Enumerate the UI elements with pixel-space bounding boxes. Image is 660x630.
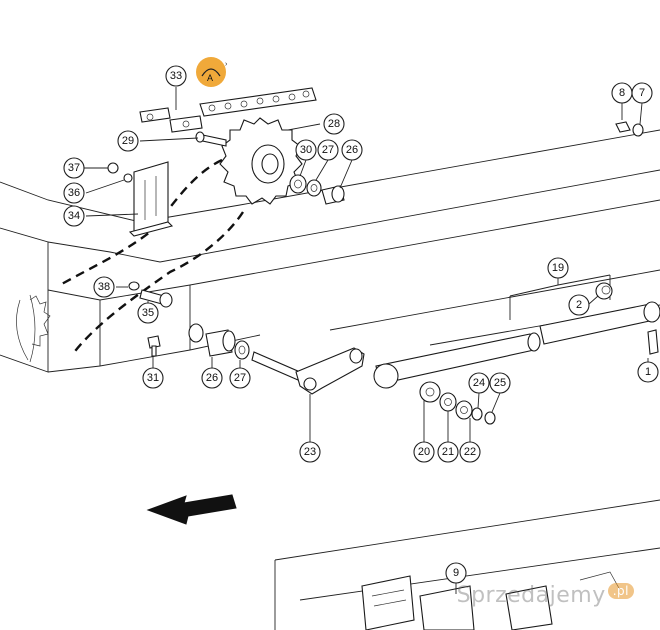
lower-bracket-assembly (361, 571, 621, 630)
callout-label: 35 (142, 307, 154, 319)
callout: 23 (299, 441, 321, 463)
washer-bushing-group-lower (188, 323, 250, 360)
sprocket (219, 117, 303, 205)
callout: 27 (317, 139, 339, 161)
watermark-badge: .pl (607, 583, 634, 599)
callout-label: 1 (645, 366, 651, 378)
callout: 33 (165, 65, 187, 87)
marker-label: A (207, 73, 213, 83)
callout-label: 9 (453, 567, 459, 579)
callout-label: 26 (346, 144, 358, 156)
nut-washer-top-right (615, 121, 644, 137)
callout-label: 37 (68, 162, 80, 174)
callout-label: 36 (68, 187, 80, 199)
callout-label: 29 (122, 135, 134, 147)
callout-label: 26 (206, 372, 218, 384)
callout-label: 20 (418, 446, 430, 458)
callout: 24 (468, 372, 490, 394)
leader-lines (84, 87, 649, 594)
callout-label: 22 (464, 446, 476, 458)
callout: 38 (93, 276, 115, 298)
roller-chain-path (59, 158, 245, 356)
callout: 31 (142, 367, 164, 389)
callout-label: 19 (552, 262, 564, 274)
callout-label: 23 (304, 446, 316, 458)
marker-notch-icon: › (225, 61, 228, 68)
callout-label: 25 (494, 377, 506, 389)
callout-label: 7 (639, 87, 645, 99)
callout-label: 28 (328, 118, 340, 130)
callout: 36 (63, 182, 85, 204)
callout: 19 (547, 257, 569, 279)
callout: 25 (489, 372, 511, 394)
callout: 35 (137, 302, 159, 324)
callout: 1 (637, 361, 659, 383)
tensioner-bracket (107, 161, 174, 237)
pin (595, 282, 613, 300)
callout: 30 (295, 139, 317, 161)
callout: 8 (611, 82, 633, 104)
callout-label: 31 (147, 372, 159, 384)
grease-nipple (147, 335, 161, 357)
highlight-marker-a: A › (196, 57, 228, 87)
callout: 29 (117, 130, 139, 152)
callout: 27 (229, 367, 251, 389)
callout: 21 (437, 441, 459, 463)
direction-arrow (146, 494, 237, 525)
callout: 37 (63, 157, 85, 179)
callout-label: 2 (576, 299, 582, 311)
watermark-text: Sprzedajemy (456, 583, 606, 608)
callout-label: 21 (442, 446, 454, 458)
callout: 7 (631, 82, 653, 104)
bolt-right (647, 329, 659, 355)
connecting-rod (373, 274, 660, 389)
callout-label: 27 (322, 144, 334, 156)
watermark: Sprzedajemy.pl (457, 583, 634, 608)
bolt-lower (128, 281, 173, 308)
callout: 28 (323, 113, 345, 135)
callout-label: 24 (473, 377, 485, 389)
callout-label: 8 (619, 87, 625, 99)
callout: 9 (445, 562, 467, 584)
washer-stack (419, 381, 496, 425)
callout-label: 34 (68, 210, 80, 222)
splined-shaft-arm (251, 347, 365, 395)
callout-label: 38 (98, 281, 110, 293)
callout: 34 (63, 205, 85, 227)
callout: 26 (341, 139, 363, 161)
washer-bushing-group-upper (289, 174, 345, 205)
drive-sprocket-partial (29, 295, 51, 347)
callout: 2 (568, 294, 590, 316)
callout: 26 (201, 367, 223, 389)
callout: 22 (459, 441, 481, 463)
callout-label: 33 (170, 70, 182, 82)
callout-label: 30 (300, 144, 312, 156)
bolt (195, 131, 227, 147)
callout-label: 27 (234, 372, 246, 384)
roller-chain-segment (139, 87, 317, 133)
callout: 20 (413, 441, 435, 463)
